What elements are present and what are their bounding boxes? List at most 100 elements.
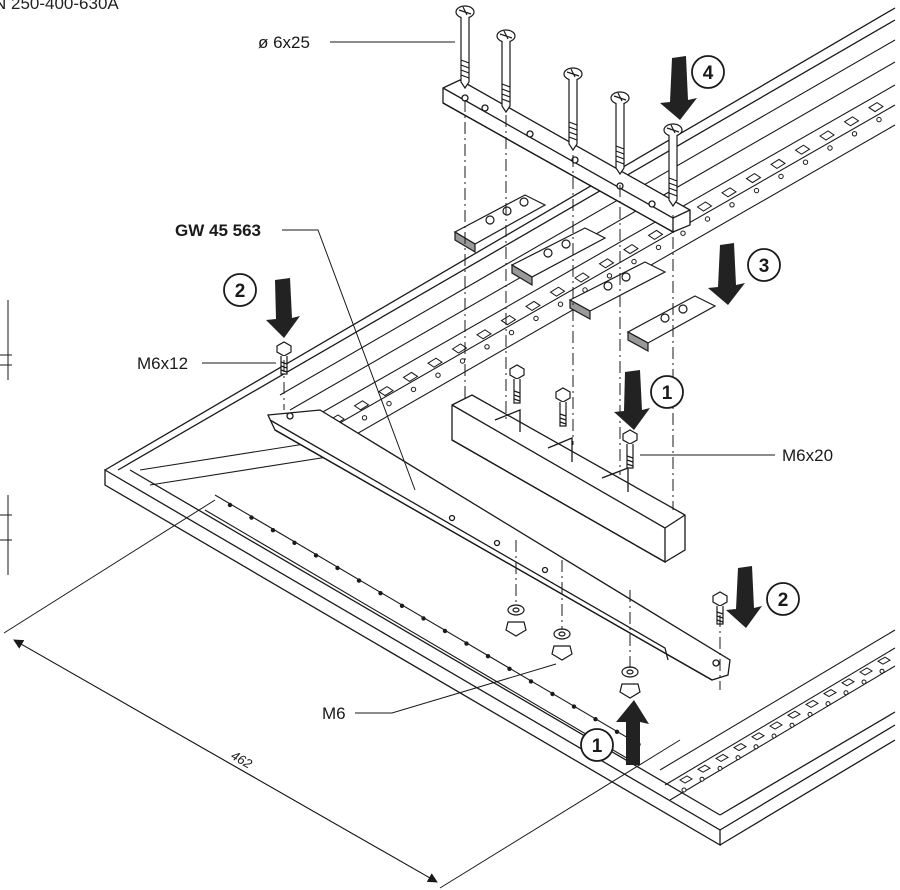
- top-screws: [455, 5, 683, 208]
- screw-cross: [666, 124, 680, 134]
- leader-lines: [202, 41, 775, 714]
- rail-slot: [697, 764, 711, 773]
- rail-slot: [623, 244, 639, 255]
- step-4-marker: 4: [691, 55, 725, 89]
- rail-hole: [876, 116, 882, 123]
- screw-thread: [615, 150, 625, 155]
- rail-hole: [550, 691, 555, 697]
- rail-hole: [410, 386, 417, 393]
- step-1a-label: 1: [662, 383, 673, 404]
- rail-hole: [484, 344, 490, 350]
- screw-thread: [501, 93, 511, 98]
- rail-slot: [805, 699, 819, 708]
- screw-thread: [501, 98, 511, 103]
- rail-hole: [227, 502, 233, 508]
- rail-slot: [696, 201, 713, 212]
- rail-slot: [843, 116, 860, 127]
- busbar-support-block: [451, 394, 686, 564]
- screw-thread: [501, 83, 511, 88]
- rail-slot: [451, 343, 468, 354]
- rail-hole: [270, 528, 276, 533]
- step-1b-marker: 1: [580, 728, 614, 762]
- rail-hole: [827, 145, 833, 151]
- bolt-thread: [559, 417, 567, 421]
- rail-slot: [823, 689, 837, 698]
- screw-thread: [568, 131, 578, 136]
- callout-part-number: GW 45 563: [175, 221, 261, 240]
- right-rail-slots: [679, 656, 891, 793]
- rail-hole: [879, 668, 885, 674]
- screw-thread: [668, 187, 678, 192]
- nuts-washers: [505, 604, 641, 699]
- bolt-thread: [716, 611, 724, 615]
- dimension-label: 462: [229, 748, 256, 772]
- rail-slot: [868, 102, 884, 113]
- lower-right-rail: [659, 629, 896, 801]
- screw-thread: [501, 88, 511, 93]
- step-2a-label: 2: [235, 281, 246, 302]
- screw-thread: [460, 59, 470, 64]
- rail-slot: [549, 286, 566, 297]
- assembly-axes: [283, 100, 721, 690]
- screw-thread: [460, 74, 470, 79]
- screw-cross: [458, 6, 472, 16]
- screw-thread: [568, 126, 578, 131]
- rail-hole: [680, 230, 686, 236]
- screw-thread: [568, 121, 578, 126]
- step-1a-marker: 1: [650, 375, 684, 409]
- rail-hole: [249, 515, 254, 520]
- rail-hole: [528, 679, 534, 684]
- rail-slot: [715, 753, 729, 762]
- bolt-head: [509, 364, 525, 380]
- rail-hole: [459, 358, 466, 364]
- rail-hole: [655, 244, 662, 251]
- rail-hole: [631, 258, 637, 265]
- rail-hole: [614, 729, 620, 734]
- step-4-label: 4: [703, 63, 714, 84]
- small-screws: [276, 341, 728, 625]
- rail-hole: [825, 701, 831, 707]
- rail-hole: [386, 400, 392, 407]
- lower-left-rail: [139, 439, 641, 761]
- rail-hole: [729, 202, 735, 208]
- rail-hole: [778, 173, 784, 180]
- callout-nut: M6: [322, 704, 346, 723]
- rail-hole: [356, 578, 362, 583]
- rail-hole: [485, 654, 491, 659]
- screw-thread: [568, 136, 578, 141]
- rail-slot: [770, 158, 786, 169]
- rail-slot: [841, 678, 855, 687]
- rail-hole: [421, 616, 426, 621]
- bolt-thread: [626, 463, 634, 467]
- rail-hole: [753, 744, 759, 750]
- rail-hole: [507, 666, 512, 671]
- rail-hole: [807, 711, 813, 717]
- rail-hole: [851, 131, 858, 137]
- step-arrows: [266, 56, 762, 765]
- rail-slot: [427, 357, 443, 368]
- rail-hole: [593, 717, 598, 722]
- bolt-thread: [626, 459, 634, 463]
- bolt-head: [555, 387, 571, 403]
- rail-hole: [557, 301, 564, 307]
- rail-hole: [378, 591, 383, 596]
- rail-hole: [435, 372, 441, 378]
- rail-hole: [464, 641, 469, 646]
- rail-hole: [335, 565, 340, 571]
- rail-slot: [787, 710, 801, 719]
- rail-slot: [794, 144, 811, 155]
- bolt-thread: [626, 455, 634, 459]
- bolt-thread: [559, 413, 567, 417]
- rail-slot: [402, 371, 419, 382]
- callout-screw-top: ø 6x25: [258, 33, 310, 52]
- rail-slot: [647, 229, 664, 240]
- screw-cross: [613, 92, 627, 102]
- rail-slot: [353, 400, 370, 411]
- rail-hole: [753, 187, 760, 194]
- screw-thread: [460, 64, 470, 69]
- rail-hole: [771, 733, 777, 739]
- enclosure-frame: [104, 7, 896, 847]
- rail-hole: [789, 722, 795, 728]
- rail-slot: [721, 187, 737, 198]
- dimension-462: 462: [3, 499, 681, 889]
